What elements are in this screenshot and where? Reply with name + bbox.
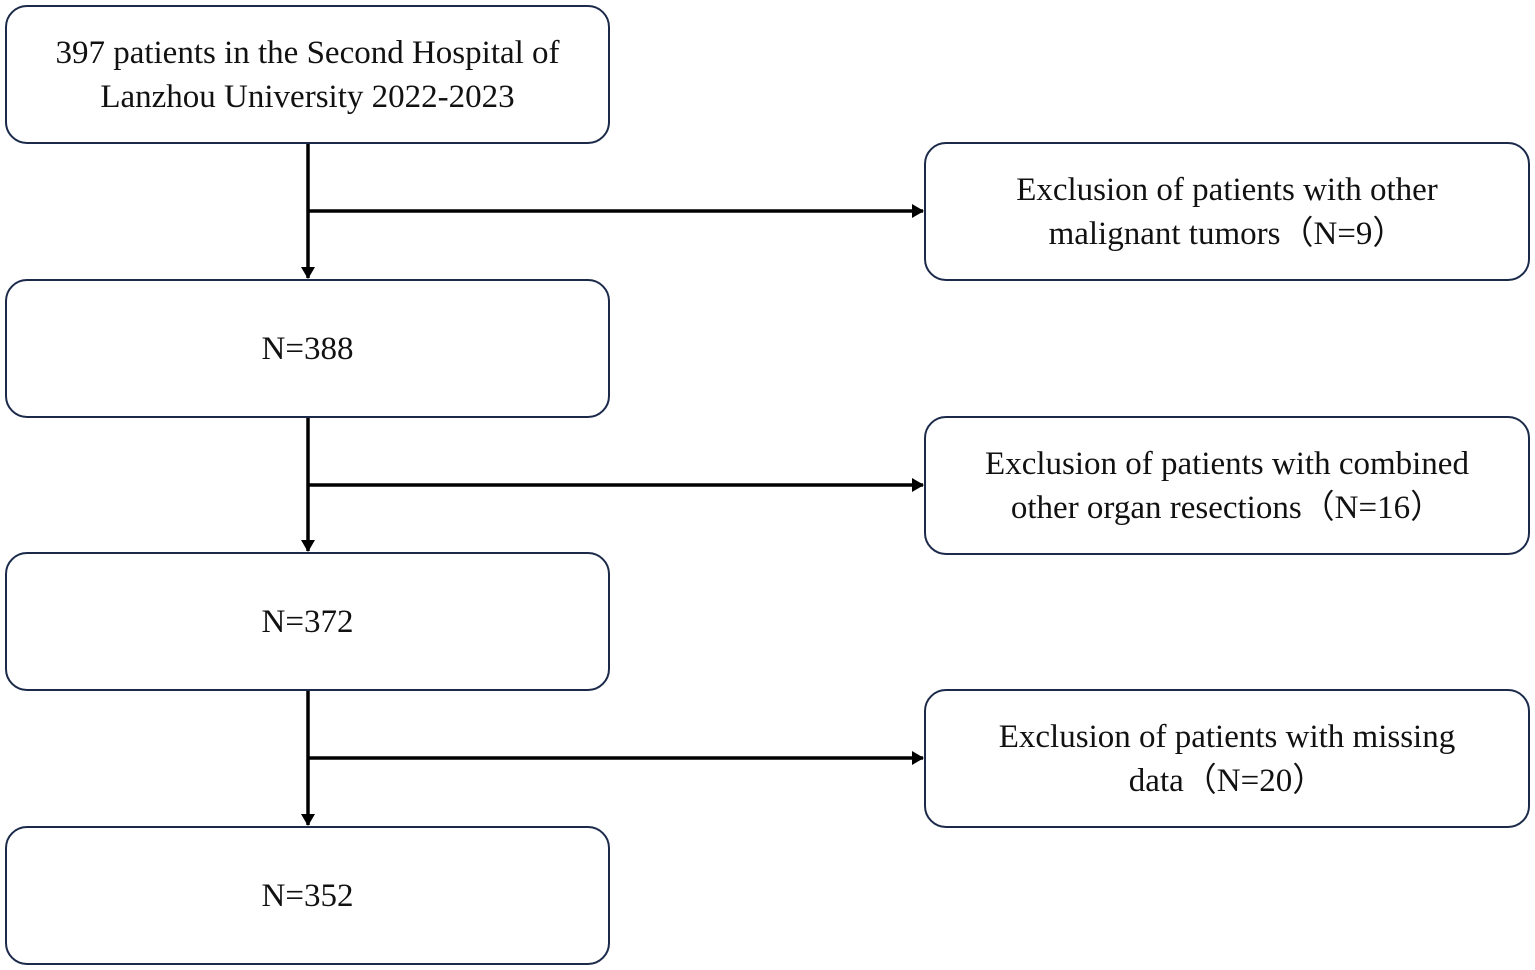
exclusion-1-line-1: Exclusion of patients with other bbox=[1016, 171, 1438, 208]
exclusion-3-line-2: data（N=20） bbox=[1128, 762, 1326, 799]
exclusion-1-line-2: malignant tumors（N=9） bbox=[1048, 215, 1406, 252]
step-box-3: N=352 bbox=[5, 826, 610, 965]
exclusion-2-line-2: other organ resections（N=16） bbox=[1010, 489, 1444, 526]
step-box-1: N=388 bbox=[5, 279, 610, 418]
step-label-3: N=352 bbox=[261, 877, 354, 914]
exclusion-box-3: Exclusion of patients with missing data（… bbox=[924, 689, 1530, 828]
exclusion-2-line-1: Exclusion of patients with combined bbox=[985, 445, 1469, 482]
exclusion-box-1: Exclusion of patients with other maligna… bbox=[924, 142, 1530, 281]
exclusion-3-line-1: Exclusion of patients with missing bbox=[998, 718, 1456, 755]
exclusion-box-2: Exclusion of patients with combined othe… bbox=[924, 416, 1530, 555]
step-box-2: N=372 bbox=[5, 552, 610, 691]
start-line-1: 397 patients in the Second Hospital of bbox=[55, 34, 560, 71]
start-line-2: Lanzhou University 2022-2023 bbox=[100, 78, 515, 115]
step-label-1: N=388 bbox=[261, 330, 354, 367]
step-label-2: N=372 bbox=[261, 603, 354, 640]
start-box: 397 patients in the Second Hospital of L… bbox=[5, 5, 610, 144]
